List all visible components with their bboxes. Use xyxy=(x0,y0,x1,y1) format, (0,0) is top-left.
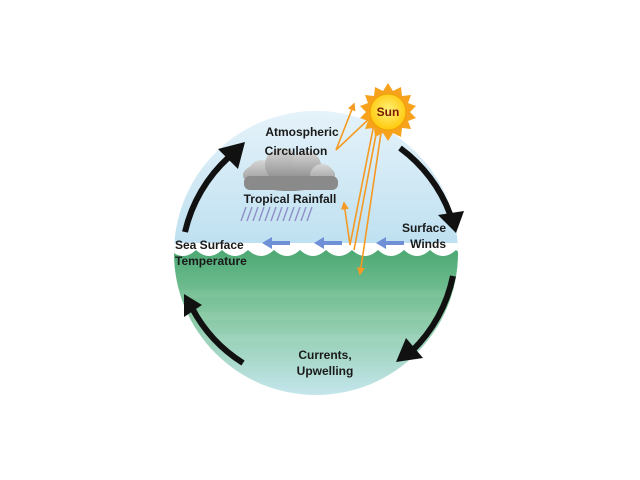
solar-ray-arrow-icon xyxy=(335,102,371,151)
sun-label: Sun xyxy=(377,105,400,119)
solar-ray-arrow-icon xyxy=(353,123,379,251)
surface-wind-arrows xyxy=(262,237,404,249)
surface-winds-label-line1: Surface xyxy=(402,221,446,235)
cycle-arrowheads xyxy=(184,142,464,362)
atmospheric-circulation-label-line2: Circulation xyxy=(265,144,328,158)
cycle-arrow-icon xyxy=(409,275,456,354)
wind-arrow-icon xyxy=(376,237,404,249)
cycle-arrows xyxy=(182,145,456,366)
tropical-rainfall-label: Tropical Rainfall xyxy=(244,192,337,206)
cycle-arrow-icon xyxy=(189,306,245,366)
cycle-arrow-icon xyxy=(398,145,453,216)
sea-surface-waves xyxy=(174,243,458,256)
surface-winds-label-line2: Winds xyxy=(410,237,446,251)
cycle-arrow-icon xyxy=(182,154,232,233)
sea-surface-temperature-label-line1: Sea Surface xyxy=(175,238,244,252)
cycle-arrow-icon xyxy=(438,211,464,233)
cycle-arrow-icon xyxy=(396,338,423,362)
cycle-arrow-icon xyxy=(184,294,202,317)
currents-upwelling-label-line2: Upwelling xyxy=(297,364,354,378)
sea-surface-temperature-label-line2: Temperature xyxy=(175,254,247,268)
atmospheric-circulation-label-line1: Atmospheric xyxy=(265,125,339,139)
currents-upwelling-label-line1: Currents, xyxy=(298,348,351,362)
wind-arrow-icon xyxy=(314,237,342,249)
solar-ray-arrow-icon xyxy=(356,125,383,276)
solar-ray-arrows xyxy=(335,102,383,276)
cloud-icon xyxy=(243,148,338,191)
cycle-arrow-icon xyxy=(218,142,245,169)
rain-icon xyxy=(240,206,313,222)
solar-ray-arrow-icon xyxy=(340,123,375,246)
wind-arrow-icon xyxy=(262,237,290,249)
sun-icon xyxy=(360,83,416,141)
